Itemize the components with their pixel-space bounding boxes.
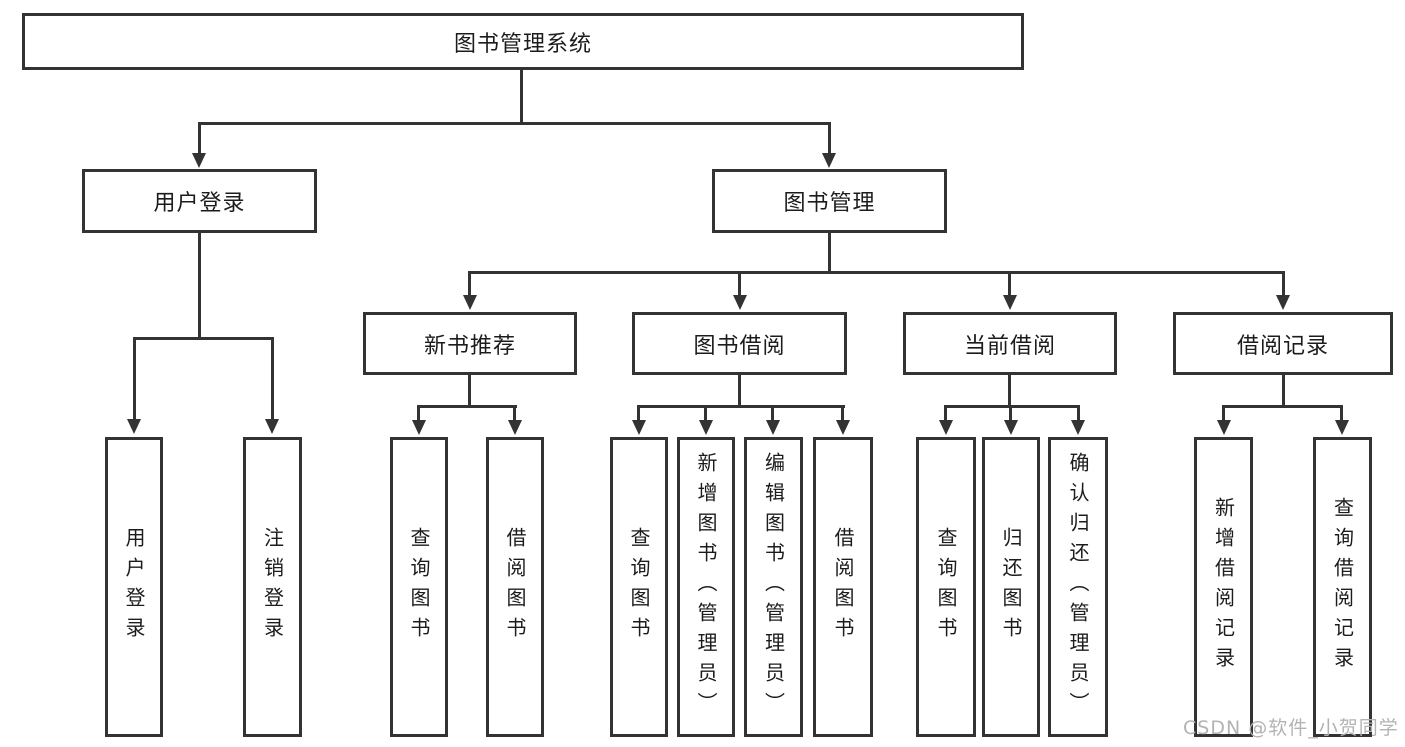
node-query-borrow-record-label: 查询借阅记录 <box>1330 497 1355 677</box>
connector-line <box>468 271 471 297</box>
connector-line <box>1340 405 1343 422</box>
node-add-borrow-record: 新增借阅记录 <box>1194 437 1253 737</box>
connector-line <box>198 122 201 155</box>
connector-line <box>417 405 420 422</box>
connector-line <box>1077 405 1080 422</box>
node-add-borrow-record-label: 新增借阅记录 <box>1211 497 1236 677</box>
node-query-books-recommend: 查询图书 <box>390 437 448 737</box>
node-logout-leaf-label: 注销登录 <box>260 527 285 647</box>
node-edit-books-admin: 编辑图书（管理员） <box>744 437 803 737</box>
connector-line <box>513 405 516 422</box>
node-book-borrowing: 图书借阅 <box>632 312 847 375</box>
node-root-label: 图书管理系统 <box>453 31 592 57</box>
arrow-down-icon <box>127 419 141 434</box>
node-borrowing-records: 借阅记录 <box>1173 312 1393 375</box>
connector-line <box>1008 373 1011 408</box>
connector-line <box>1222 405 1225 422</box>
connector-line <box>1282 271 1285 297</box>
node-borrow-books-recommend: 借阅图书 <box>486 437 544 737</box>
connector-line <box>1008 271 1011 297</box>
arrow-down-icon <box>822 153 836 168</box>
arrow-down-icon <box>265 419 279 434</box>
connector-line <box>468 373 471 408</box>
node-new-book-recommend: 新书推荐 <box>363 312 577 375</box>
connector-line <box>468 271 1285 274</box>
arrow-down-icon <box>1004 420 1018 435</box>
connector-line <box>133 337 274 340</box>
arrow-down-icon <box>699 420 713 435</box>
node-user-login-label: 用户登录 <box>153 191 246 216</box>
csdn-watermark: CSDN @软件_小贺同学 <box>1183 717 1399 739</box>
node-query-books-current: 查询图书 <box>916 437 976 737</box>
connector-line <box>198 231 201 340</box>
connector-line <box>198 122 831 125</box>
arrow-down-icon <box>412 420 426 435</box>
connector-line <box>637 405 845 408</box>
connector-line <box>704 405 707 422</box>
connector-line <box>1282 373 1285 408</box>
node-logout-leaf: 注销登录 <box>243 437 302 737</box>
node-query-books-borrowing-label: 查询图书 <box>627 527 651 647</box>
connector-line <box>738 373 741 408</box>
arrow-down-icon <box>1217 420 1231 435</box>
node-current-borrowing-label: 当前借阅 <box>963 333 1056 359</box>
arrow-down-icon <box>508 420 522 435</box>
connector-line <box>1009 405 1012 422</box>
connector-line <box>944 405 947 422</box>
connector-line <box>520 67 523 125</box>
node-borrow-books-borrowing-label: 借阅图书 <box>831 527 855 647</box>
node-confirm-return-admin: 确认归还（管理员） <box>1048 437 1108 737</box>
node-confirm-return-admin-label: 确认归还（管理员） <box>1066 452 1090 722</box>
node-query-books-current-label: 查询图书 <box>934 527 958 647</box>
node-current-borrowing: 当前借阅 <box>903 312 1117 375</box>
arrow-down-icon <box>766 420 780 435</box>
node-book-management-label: 图书管理 <box>783 191 876 216</box>
node-query-books-borrowing: 查询图书 <box>610 437 668 737</box>
node-book-management: 图书管理 <box>712 169 947 233</box>
node-query-books-recommend-label: 查询图书 <box>407 527 431 647</box>
connector-line <box>828 231 831 274</box>
node-borrow-books-recommend-label: 借阅图书 <box>503 527 527 647</box>
arrow-down-icon <box>1071 420 1085 435</box>
arrow-down-icon <box>836 420 850 435</box>
arrow-down-icon <box>632 420 646 435</box>
node-user-login: 用户登录 <box>82 169 317 233</box>
connector-line <box>271 337 274 421</box>
node-root-system: 图书管理系统 <box>22 13 1024 70</box>
node-borrow-books-borrowing: 借阅图书 <box>813 437 873 737</box>
connector-line <box>1222 405 1343 408</box>
arrow-down-icon <box>1335 420 1349 435</box>
node-return-books-label: 归还图书 <box>999 527 1023 647</box>
arrow-down-icon <box>939 420 953 435</box>
connector-line <box>417 405 517 408</box>
arrow-down-icon <box>463 295 477 310</box>
connector-line <box>944 405 1080 408</box>
node-query-borrow-record: 查询借阅记录 <box>1313 437 1372 737</box>
connector-line <box>841 405 844 422</box>
arrow-down-icon <box>192 153 206 168</box>
node-user-login-leaf-label: 用户登录 <box>122 527 146 647</box>
node-add-books-admin: 新增图书（管理员） <box>677 437 735 737</box>
connector-line <box>133 337 136 421</box>
node-book-borrowing-label: 图书借阅 <box>693 333 786 359</box>
node-user-login-leaf: 用户登录 <box>105 437 163 737</box>
node-new-book-recommend-label: 新书推荐 <box>423 333 516 359</box>
connector-line <box>637 405 640 422</box>
arrow-down-icon <box>1003 295 1017 310</box>
connector-line <box>828 122 831 155</box>
node-add-books-admin-label: 新增图书（管理员） <box>694 452 718 722</box>
arrow-down-icon <box>1276 295 1290 310</box>
node-return-books: 归还图书 <box>982 437 1040 737</box>
connector-line <box>738 271 741 297</box>
node-edit-books-admin-label: 编辑图书（管理员） <box>761 452 786 722</box>
node-borrowing-records-label: 借阅记录 <box>1236 333 1329 359</box>
connector-line <box>771 405 774 422</box>
arrow-down-icon <box>733 295 747 310</box>
